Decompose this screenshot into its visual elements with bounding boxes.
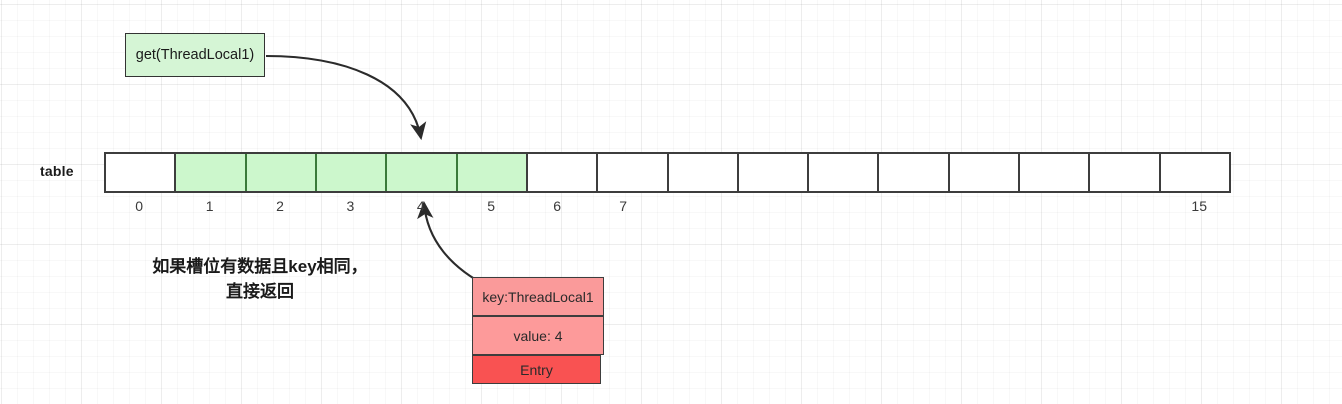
entry-title-box: Entry (472, 355, 601, 384)
entry-key-label: key:ThreadLocal1 (482, 288, 594, 305)
index-label-1: 1 (205, 198, 214, 214)
table-slot-3 (316, 154, 388, 191)
arrow-callout-to-slot (265, 54, 427, 141)
table-slot-1 (176, 154, 247, 191)
index-label-7: 7 (619, 198, 628, 214)
index-label-2: 2 (276, 198, 284, 214)
explanation-note-line1: 如果槽位有数据且key相同， (152, 257, 368, 276)
explanation-note-line2: 直接返回 (226, 281, 294, 301)
index-label-6: 6 (553, 198, 562, 214)
table-slot-8 (668, 154, 739, 191)
table-slots (104, 152, 1231, 193)
table-index-labels: 0 1 2 3 4 5 6 7 15 (104, 198, 1231, 218)
index-label-3: 3 (346, 198, 355, 214)
entry-title-label: Entry (520, 361, 553, 378)
table-slot-11 (879, 154, 950, 191)
table-slot-5 (457, 154, 528, 191)
table-slot-2 (246, 154, 317, 191)
table-slot-14 (1090, 154, 1161, 191)
table-slot-0 (106, 154, 177, 191)
get-call-label: get(ThreadLocal1) (135, 47, 255, 63)
get-call-box: get(ThreadLocal1) (125, 33, 265, 77)
index-label-5: 5 (487, 198, 496, 214)
table-slot-15 (1160, 154, 1229, 191)
entry-value-label: value: 4 (513, 327, 563, 344)
entry-value-box: value: 4 (472, 316, 604, 355)
entry-key-box: key:ThreadLocal1 (472, 277, 604, 316)
table-slot-12 (949, 154, 1021, 191)
table-slot-7 (598, 154, 669, 191)
index-label-15: 15 (1191, 198, 1207, 214)
table-slot-10 (809, 154, 880, 191)
table-slot-9 (738, 154, 810, 191)
table-label: table (40, 163, 74, 179)
explanation-note: 如果槽位有数据且key相同， 直接返回 (115, 255, 405, 304)
table-slot-13 (1020, 154, 1091, 191)
index-label-4: 4 (416, 198, 425, 214)
index-label-0: 0 (135, 198, 144, 214)
table-slot-6 (527, 154, 599, 191)
table-slot-4 (387, 154, 458, 191)
